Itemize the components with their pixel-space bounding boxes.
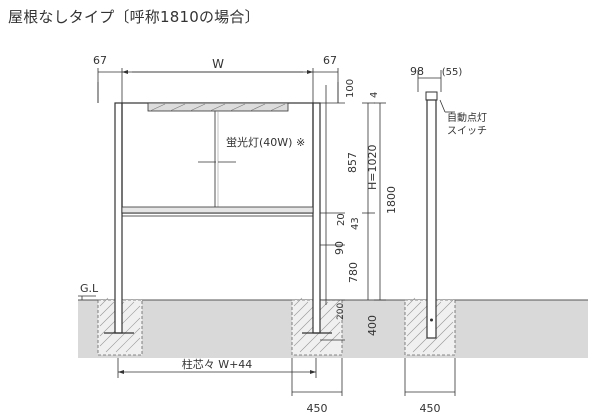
dim-post-center: 柱芯々 W+44 [182,357,253,371]
auto-switch-label-line2: スイッチ [447,125,487,137]
dim-h-1020: H=1020 [366,145,379,190]
post-right [312,102,321,334]
dim-780: 780 [347,262,360,283]
dim-side-55: (55) [442,67,463,78]
dim-left-post: 67 [93,54,107,67]
side-view [417,70,455,339]
dim-footing-side: 450 [420,402,441,415]
dim-right-post: 67 [323,54,337,67]
ground-level-label: G.L [80,282,99,295]
dim-857: 857 [346,152,359,173]
dim-top-4: 4 [369,92,380,98]
dim-20: 20 [336,213,347,226]
dim-footing-front: 450 [307,402,328,415]
dim-side-98: 98 [410,65,424,78]
board-frame [121,102,314,214]
dim-1800: 1800 [385,186,398,214]
post-left [114,102,123,334]
page-title: 屋根なしタイプ〔呼称1810の場合〕 [8,8,260,26]
bottom-rail [121,206,314,214]
dim-width: W [212,57,224,71]
dim-top-100: 100 [345,79,356,98]
lamp-label: 蛍光灯(40W) ※ [226,135,305,149]
dim-43: 43 [350,217,361,230]
auto-switch-label-line1: 自動点灯 [447,111,487,124]
dim-200: 200 [336,303,346,320]
dim-90: 90 [333,241,346,255]
dim-400: 400 [366,315,379,336]
